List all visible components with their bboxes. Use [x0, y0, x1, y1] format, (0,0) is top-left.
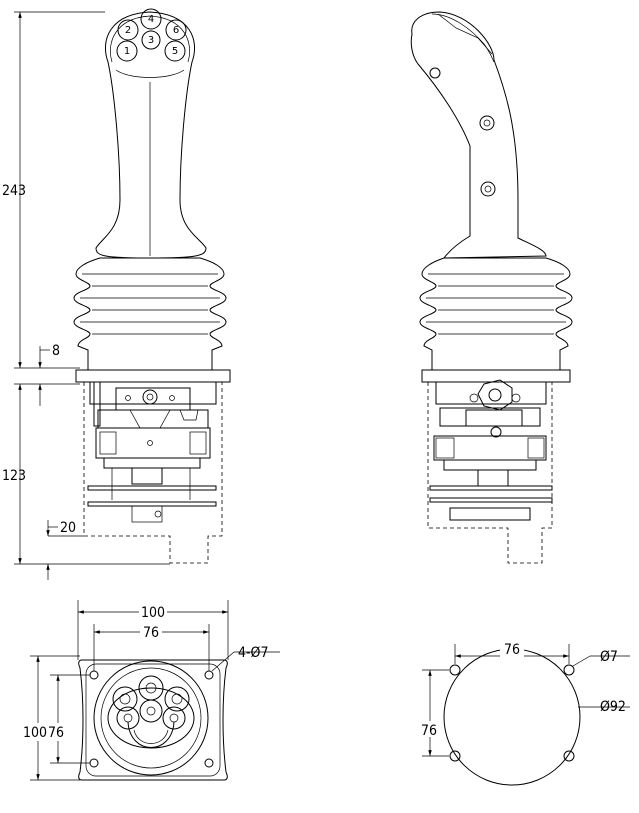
dim-8: 8 — [52, 343, 60, 359]
dim-cutout-76-width: 76 — [504, 642, 520, 658]
svg-text:3: 3 — [148, 35, 154, 46]
dim-cutout-76-height: 76 — [421, 723, 437, 739]
front-view: 4 2 6 3 1 5 — [73, 8, 231, 564]
dim-100-width: 100 — [141, 605, 165, 621]
mount-hole-br — [204, 758, 214, 768]
mount-hole-tr — [204, 670, 214, 680]
cutout-circle — [443, 648, 581, 786]
svg-text:5: 5 — [172, 46, 178, 57]
cutout-hole-tl — [449, 664, 461, 676]
mount-hole-bl — [89, 758, 99, 768]
cutout-hole-tr — [563, 664, 575, 676]
dim-76-height: 76 — [48, 725, 64, 741]
front-mechanism — [83, 381, 223, 564]
front-dimensions: 243 123 8 20 — [2, 11, 170, 580]
svg-text:1: 1 — [124, 46, 130, 57]
top-view-plate — [78, 659, 228, 781]
dim-76-width: 76 — [143, 625, 159, 641]
side-flange — [421, 369, 571, 383]
dim-cutout-diameter: Ø92 — [600, 699, 626, 715]
dim-100-height: 100 — [23, 725, 47, 741]
front-flange — [75, 369, 231, 383]
top-view — [78, 659, 228, 781]
front-button-cluster: 4 2 6 3 1 5 — [116, 8, 187, 62]
dim-cutout-hole: Ø7 — [600, 649, 618, 665]
svg-text:2: 2 — [125, 25, 131, 36]
button-3: 3 — [141, 30, 161, 50]
button-6: 6 — [165, 19, 187, 41]
button-1: 1 — [116, 40, 138, 62]
button-2: 2 — [117, 19, 139, 41]
dim-hole-spec: 4-Ø7 — [238, 645, 268, 661]
side-bellows — [419, 257, 573, 371]
cutout-hole-br — [563, 750, 575, 762]
front-grip-outline — [95, 11, 207, 259]
cutout-dimensions: 76 76 Ø7 Ø92 — [420, 641, 630, 757]
svg-text:6: 6 — [173, 25, 179, 36]
top-button-cluster — [112, 675, 190, 730]
svg-text:4: 4 — [148, 14, 154, 25]
cutout-hole-bl — [449, 750, 461, 762]
button-5: 5 — [164, 40, 186, 62]
side-grip-outline — [410, 11, 547, 259]
side-mechanism — [427, 379, 553, 564]
front-grip-inner — [110, 15, 190, 63]
dim-123: 123 — [2, 468, 26, 484]
panel-cutout — [443, 648, 581, 786]
mount-hole-tl — [89, 670, 99, 680]
dim-20: 20 — [60, 520, 76, 536]
side-button-top — [429, 67, 441, 79]
dim-243: 243 — [2, 183, 26, 199]
top-dimensions: 100 76 4-Ø7 100 76 — [22, 600, 280, 781]
front-bellows — [73, 257, 227, 371]
side-view — [410, 11, 573, 564]
button-4: 4 — [140, 8, 162, 30]
